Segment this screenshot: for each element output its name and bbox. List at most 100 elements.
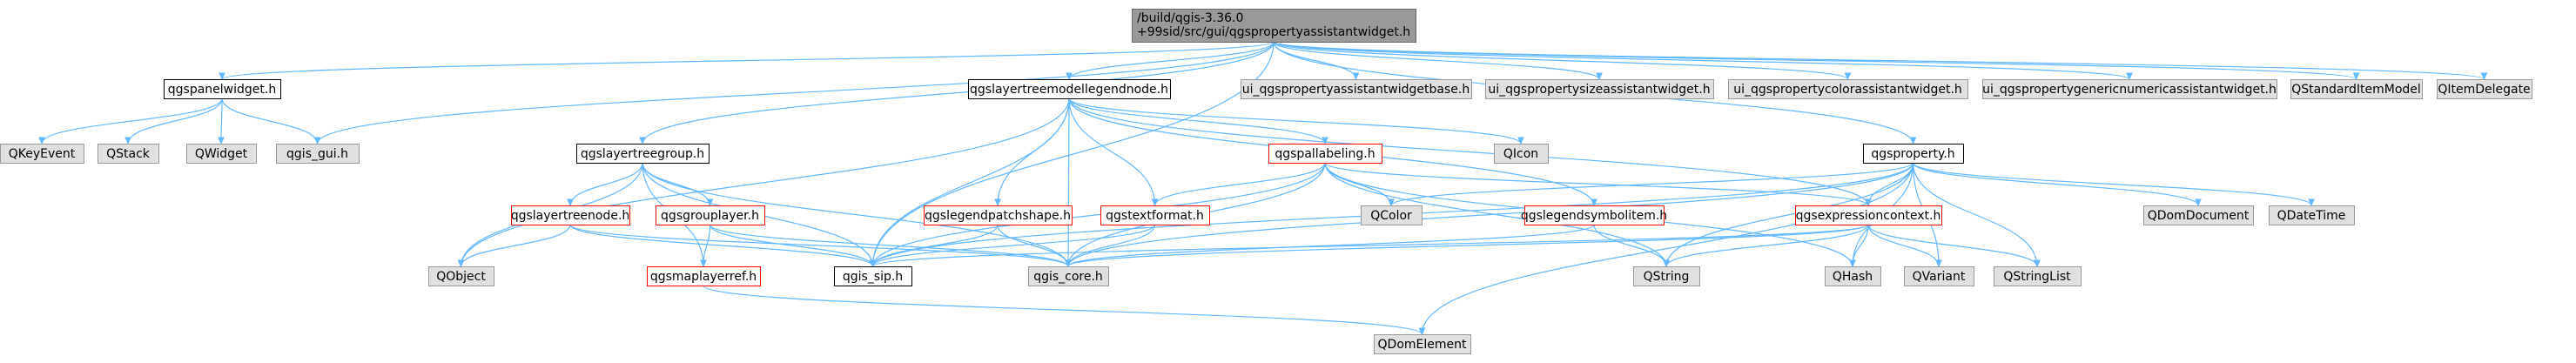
edge-root-to-ui_qgspropertysizeassistantwidget (1273, 41, 1599, 79)
node-label-ui_qgspropertysizeassistantwidget: ui_qgspropertysizeassistantwidget.h (1488, 83, 1710, 97)
node-box-QObject (428, 266, 494, 286)
edge-qgspanelwidget-to-QWidget (221, 97, 222, 144)
edge-root-to-qgslayertreemodellegendnode (1069, 41, 1275, 79)
edge-qgstextformat-to-qgis_core (1068, 224, 1156, 266)
node-label-QDomElement: QDomElement (1378, 338, 1467, 352)
node-label-QString: QString (1644, 270, 1690, 284)
node-qgis_sip[interactable]: qgis_sip.h (834, 266, 912, 286)
edge-qgsproperty-to-QStringList (1912, 162, 2038, 266)
node-label-qgslayertreenode: qgslayertreenode.h (511, 209, 630, 223)
edge-qgslayertreenode-to-qgis_sip (569, 224, 873, 266)
nodes-layer: /build/qgis-3.36.0+99sid/src/gui/qgsprop… (0, 9, 2532, 354)
node-qgsexpressioncontext[interactable]: qgsexpressioncontext.h (1795, 205, 1942, 225)
edge-qgspallabeling-to-QColor (1324, 162, 1391, 205)
node-box-qgsexpressioncontext (1795, 205, 1942, 225)
node-box-qgslegendsymbolitem (1524, 205, 1665, 225)
node-label-QStringList: QStringList (2003, 270, 2071, 284)
edge-qgsproperty-to-QDomElement (1423, 162, 1914, 334)
node-ui_qgspropertycolorassistantwidget: ui_qgspropertycolorassistantwidget.h (1728, 79, 1968, 99)
edge-qgslayertreegroup-to-qgis_core (642, 162, 1068, 266)
node-label-QStandardItemModel: QStandardItemModel (2291, 83, 2421, 97)
node-label-qgis_core: qgis_core.h (1033, 270, 1103, 284)
node-box-QDomElement (1374, 334, 1471, 354)
node-QStandardItemModel: QStandardItemModel (2290, 79, 2423, 99)
node-box-qgsmaplayerref (647, 266, 761, 286)
node-label-qgstextformat: qgstextformat.h (1106, 209, 1204, 223)
edge-root-to-qgslayertreegroup (642, 41, 1275, 144)
edge-qgsproperty-to-QString (1666, 162, 1914, 266)
node-box-qgspallabeling (1268, 144, 1382, 164)
node-QDomElement: QDomElement (1374, 334, 1471, 354)
node-box-QDomDocument (2143, 205, 2254, 225)
node-label-QDateTime: QDateTime (2277, 209, 2346, 223)
node-label-QObject: QObject (436, 270, 486, 284)
edge-root-to-ui_qgspropertygenericnumericassistantwidget (1273, 41, 2129, 79)
edge-qgstextformat-to-qgis_sip (873, 224, 1156, 266)
edge-root-to-qgis_gui (318, 41, 1275, 144)
node-box-QItemDelegate (2437, 79, 2532, 99)
edge-qgslayertreemodellegendnode-to-QIcon (1068, 97, 1521, 144)
node-box-qgslayertreemodellegendnode (968, 79, 1171, 99)
edge-qgslayertreenode-to-qgis_core (569, 224, 1068, 266)
node-qgspanelwidget[interactable]: qgspanelwidget.h (164, 79, 281, 99)
node-box-QStringList (1994, 266, 2082, 286)
node-label-QVariant: QVariant (1913, 270, 1966, 284)
node-qgslayertreenode[interactable]: qgslayertreenode.h (511, 205, 630, 225)
node-label-qgslegendsymbolitem: qgslegendsymbolitem.h (1521, 209, 1667, 223)
edge-qgsproperty-to-qgis_core (1068, 162, 1914, 266)
node-label-qgsexpressioncontext: qgsexpressioncontext.h (1796, 209, 1941, 223)
edge-qgsproperty-to-QDateTime (1912, 162, 2312, 205)
edge-qgsexpressioncontext-to-qgis_core (1068, 224, 1869, 266)
node-QStringList: QStringList (1994, 266, 2082, 286)
node-qgsmaplayerref[interactable]: qgsmaplayerref.h (647, 266, 761, 286)
node-label-QHash: QHash (1833, 270, 1873, 284)
node-box-QKeyEvent (0, 144, 84, 164)
edge-qgsexpressioncontext-to-qgis_sip (873, 224, 1869, 266)
edge-qgspallabeling-to-qgis_sip (873, 162, 1326, 266)
node-box-ui_qgspropertycolorassistantwidget (1728, 79, 1968, 99)
node-label-qgslegendpatchshape: qgslegendpatchshape.h (925, 209, 1071, 223)
node-qgslayertreegroup[interactable]: qgslayertreegroup.h (576, 144, 710, 164)
node-box-ui_qgspropertyassistantwidgetbase (1241, 79, 1472, 99)
node-ui_qgspropertyassistantwidgetbase: ui_qgspropertyassistantwidgetbase.h (1241, 79, 1472, 99)
node-label-qgsgrouplayer: qgsgrouplayer.h (661, 209, 759, 223)
node-qgis_core: qgis_core.h (1028, 266, 1109, 286)
node-label-qgslayertreegroup: qgslayertreegroup.h (581, 147, 704, 161)
node-box-QStack (98, 144, 159, 164)
node-label-QItemDelegate: QItemDelegate (2438, 83, 2530, 97)
edge-root-to-qgspanelwidget (222, 41, 1275, 79)
node-label-qgslayertreemodellegendnode: qgslayertreemodellegendnode.h (970, 83, 1168, 97)
node-box-QHash (1825, 266, 1881, 286)
node-box-ui_qgspropertygenericnumericassistantwidget (1982, 79, 2277, 99)
node-qgslegendpatchshape[interactable]: qgslegendpatchshape.h (924, 205, 1073, 225)
edge-qgspanelwidget-to-QStack (128, 97, 223, 144)
edge-root-to-QItemDelegate (1273, 41, 2485, 79)
node-label-QDomDocument: QDomDocument (2148, 209, 2250, 223)
edge-qgsproperty-to-QColor (1391, 162, 1914, 205)
edge-qgspanelwidget-to-qgis_gui (221, 97, 318, 144)
edge-qgslayertreemodellegendnode-to-qgsexpressioncontext (1068, 97, 1868, 205)
node-box-QColor (1361, 205, 1423, 225)
edge-qgslegendsymbolitem-to-qgis_core (1068, 224, 1595, 266)
node-box-qgsgrouplayer (656, 205, 765, 225)
node-qgslayertreemodellegendnode[interactable]: qgslayertreemodellegendnode.h (968, 79, 1171, 99)
node-label-QKeyEvent: QKeyEvent (9, 147, 76, 161)
node-QVariant: QVariant (1904, 266, 1974, 286)
edge-qgslayertreemodellegendnode-to-qgis_sip (873, 97, 1070, 266)
node-qgstextformat[interactable]: qgstextformat.h (1100, 205, 1210, 225)
edge-qgslayertreemodellegendnode-to-qgstextformat (1068, 97, 1155, 205)
node-qgsproperty[interactable]: qgsproperty.h (1863, 144, 1964, 164)
node-qgsgrouplayer[interactable]: qgsgrouplayer.h (656, 205, 765, 225)
node-box-QWidget (186, 144, 257, 164)
node-box-qgslayertreegroup (576, 144, 710, 164)
edge-qgsmaplayerref-to-QDomElement (703, 285, 1423, 334)
node-qgspallabeling[interactable]: qgspallabeling.h (1268, 144, 1382, 164)
node-qgslegendsymbolitem[interactable]: qgslegendsymbolitem.h (1521, 205, 1667, 225)
node-box-QDateTime (2269, 205, 2355, 225)
node-QWidget: QWidget (186, 144, 257, 164)
edge-qgsgrouplayer-to-qgsmaplayerref (703, 224, 711, 266)
node-label-qgspallabeling: qgspallabeling.h (1275, 147, 1375, 161)
node-root[interactable]: /build/qgis-3.36.0+99sid/src/gui/qgsprop… (1132, 9, 1416, 43)
node-label-qgspanelwidget: qgspanelwidget.h (168, 83, 276, 97)
